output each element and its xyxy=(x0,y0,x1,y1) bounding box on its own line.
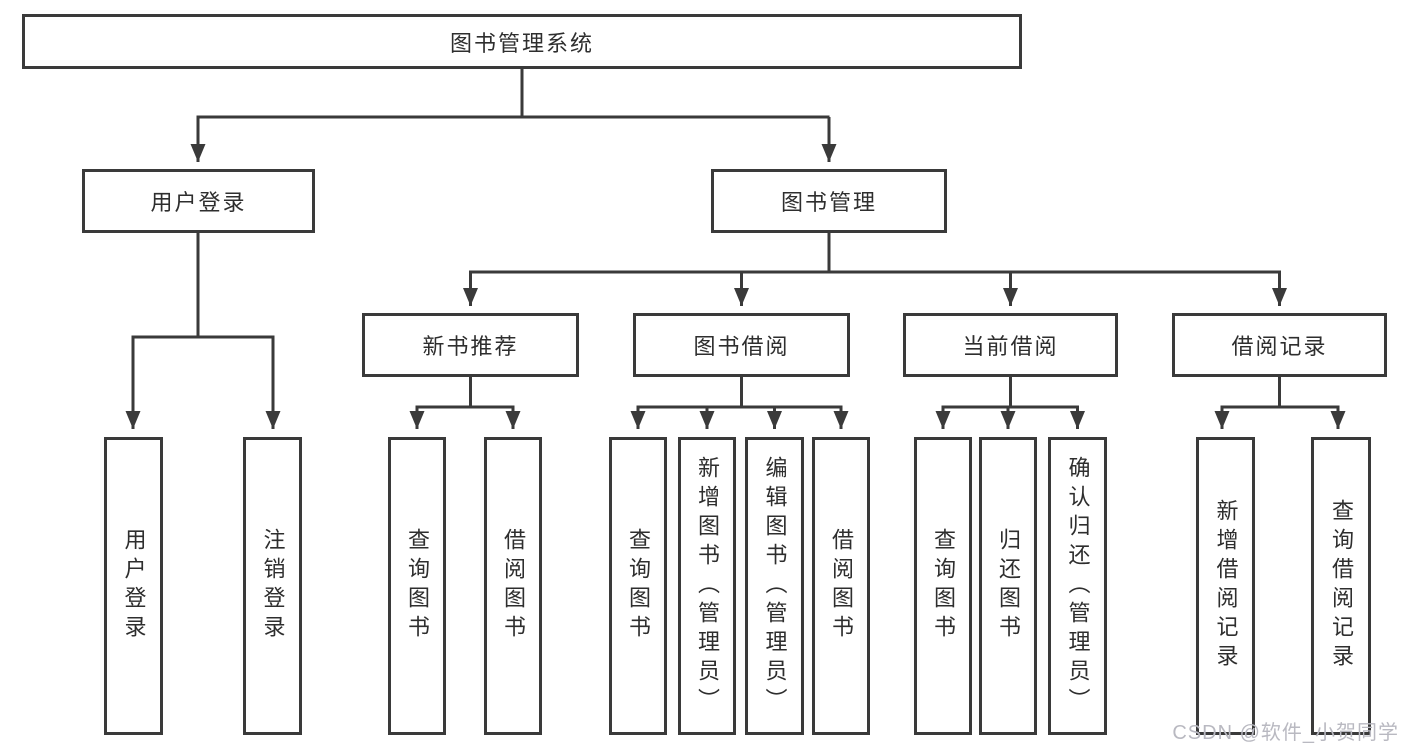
node-label: 当前借阅 xyxy=(962,334,1059,359)
node-label: 图书借阅 xyxy=(693,334,790,359)
node-new-book-recommendation: 新书推荐 xyxy=(362,313,579,377)
leaf-edit-books-admin: 编辑图书（管理员） xyxy=(745,437,804,735)
node-label: 借阅图书 xyxy=(501,528,526,644)
node-label: 新书推荐 xyxy=(422,334,519,359)
leaf-logout: 注销登录 xyxy=(243,437,302,735)
leaf-query-books-current: 查询图书 xyxy=(914,437,972,735)
node-user-login: 用户登录 xyxy=(82,169,315,233)
node-label: 查询图书 xyxy=(626,528,651,644)
node-book-management: 图书管理 xyxy=(711,169,947,233)
node-label: 编辑图书（管理员） xyxy=(762,455,788,717)
leaf-query-borrow-record: 查询借阅记录 xyxy=(1311,437,1371,735)
csdn-watermark: CSDN @软件_小贺同学 xyxy=(1172,722,1399,744)
leaf-add-borrow-record: 新增借阅记录 xyxy=(1196,437,1255,735)
leaf-user-login: 用户登录 xyxy=(104,437,163,735)
leaf-borrow-books: 借阅图书 xyxy=(812,437,870,735)
node-label: 借阅图书 xyxy=(829,528,854,644)
node-label: 查询图书 xyxy=(931,528,956,644)
node-label: 借阅记录 xyxy=(1231,334,1328,359)
node-label: 确认归还（管理员） xyxy=(1065,455,1091,717)
node-current-borrowing: 当前借阅 xyxy=(903,313,1118,377)
node-label: 查询图书 xyxy=(405,528,430,644)
leaf-return-books: 归还图书 xyxy=(979,437,1037,735)
node-label: 新增借阅记录 xyxy=(1213,499,1239,673)
node-label: 查询借阅记录 xyxy=(1329,499,1354,673)
node-label: 图书管理 xyxy=(780,190,877,215)
leaf-borrow-books-recommend: 借阅图书 xyxy=(484,437,542,735)
leaf-confirm-return-admin: 确认归还（管理员） xyxy=(1048,437,1107,735)
node-book-borrowing: 图书借阅 xyxy=(633,313,850,377)
node-label: 归还图书 xyxy=(996,528,1021,644)
node-borrowing-records: 借阅记录 xyxy=(1172,313,1387,377)
node-label: 注销登录 xyxy=(260,528,286,644)
node-library-management-system: 图书管理系统 xyxy=(22,14,1022,69)
leaf-query-books-borrow: 查询图书 xyxy=(609,437,667,735)
leaf-query-books-recommend: 查询图书 xyxy=(388,437,446,735)
node-label: 用户登录 xyxy=(121,528,147,644)
node-label: 新增图书（管理员） xyxy=(695,455,720,717)
node-label: 用户登录 xyxy=(150,190,247,215)
leaf-add-books-admin: 新增图书（管理员） xyxy=(678,437,736,735)
node-label: 图书管理系统 xyxy=(449,30,594,56)
